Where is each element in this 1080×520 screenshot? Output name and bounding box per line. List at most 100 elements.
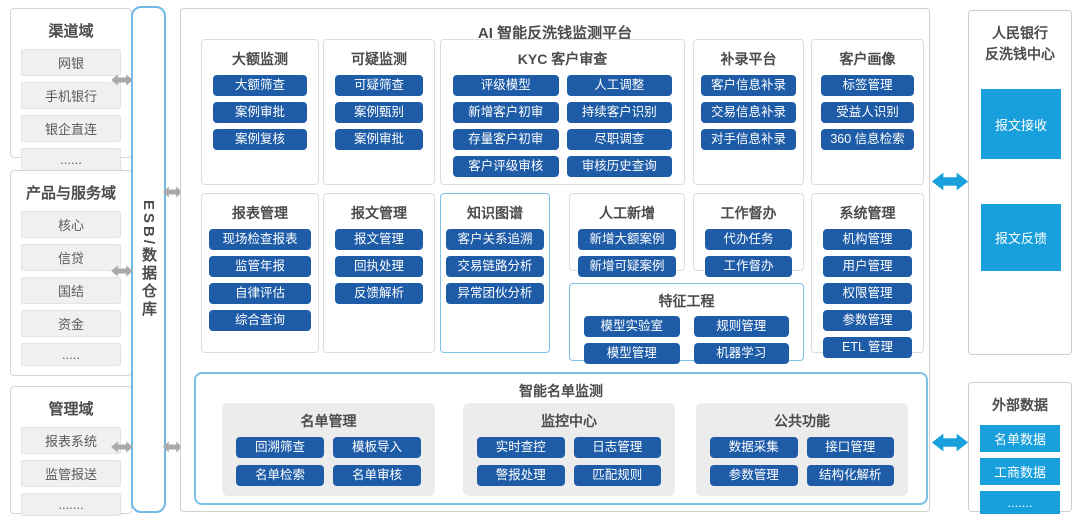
- module-system-management: 系统管理 机构管理 用户管理 权限管理 参数管理 ETL 管理: [811, 193, 924, 358]
- module-title: 可疑监测: [351, 51, 407, 67]
- module-title: 特征工程: [658, 293, 715, 309]
- feature-chip: 综合查询: [209, 310, 311, 331]
- double-arrow-icon: [110, 264, 134, 278]
- feature-chip: 用户管理: [823, 256, 912, 277]
- module-title: 报文管理: [351, 205, 407, 221]
- domain-item: 信贷: [21, 244, 121, 271]
- feature-chip: 案例审批: [335, 129, 423, 150]
- feature-chip: 客户评级审核: [453, 156, 559, 177]
- feature-chip: 人工调整: [566, 75, 672, 96]
- feature-chip: 机器学习: [693, 343, 789, 364]
- module-supplement-platform: 补录平台 客户信息补录 交易信息补录 对手信息补录: [693, 39, 804, 185]
- module-manual-add: 人工新增 新增大额案例 新增可疑案例: [569, 193, 685, 277]
- group-title: 渠道域: [48, 23, 94, 40]
- module-large-amount-monitoring: 大额监测 大额筛查 案例审批 案例复核: [201, 39, 319, 185]
- module-report-management: 报表管理 现场检查报表 监管年报 自律评估 综合查询: [201, 193, 319, 353]
- pboc-title-line2: 反洗钱中心: [985, 46, 1055, 62]
- feature-chip: 规则管理: [693, 316, 789, 337]
- feature-chip: 360 信息检索: [821, 129, 914, 150]
- feature-chip: ETL 管理: [823, 337, 912, 358]
- feature-chip: 模板导入: [333, 437, 421, 458]
- feature-chip: 案例复核: [213, 129, 307, 150]
- module-title: 工作督办: [720, 205, 777, 221]
- feature-chip: 数据采集: [710, 437, 798, 458]
- external-data-item: 名单数据: [980, 425, 1060, 452]
- module-feature-engineering: 特征工程 模型实验室 规则管理 模型管理 机器学习: [569, 283, 804, 364]
- domain-item: 核心: [21, 211, 121, 238]
- platform-box: AI 智能反洗钱监测平台 大额监测 大额筛查 案例审批 案例复核 可疑监测 可疑…: [180, 8, 930, 512]
- domain-item: 报表系统: [21, 427, 121, 454]
- module-title: 人工新增: [599, 205, 655, 221]
- module-title: 补录平台: [720, 51, 777, 67]
- feature-chip: 案例甄别: [335, 102, 423, 123]
- feature-chip: 交易信息补录: [701, 102, 796, 123]
- external-data-title: 外部数据: [992, 397, 1048, 413]
- feature-chip: 新增大额案例: [578, 229, 676, 250]
- feature-chip: 监管年报: [209, 256, 311, 277]
- feature-chip: 审核历史查询: [566, 156, 672, 177]
- feature-chip: 自律评估: [209, 283, 311, 304]
- double-arrow-icon: [110, 73, 134, 87]
- group-monitoring-center: 监控中心 实时查控 日志管理 警报处理 匹配规则: [463, 403, 675, 496]
- feature-chip: 权限管理: [823, 283, 912, 304]
- feature-chip: 回溯筛查: [236, 437, 324, 458]
- domain-item: 监管报送: [21, 460, 121, 487]
- domain-item: 国结: [21, 277, 121, 304]
- feature-chip: 存量客户初审: [453, 129, 559, 150]
- feature-chip: 标签管理: [821, 75, 914, 96]
- message-feedback-box: 报文反馈: [981, 204, 1061, 271]
- group-title: 管理域: [48, 401, 94, 418]
- module-title: KYC 客户审查: [517, 51, 608, 67]
- module-work-supervision: 工作督办 代办任务 工作督办: [693, 193, 804, 277]
- module-knowledge-graph: 知识图谱 客户关系追溯 交易链路分析 异常团伙分析: [440, 193, 550, 353]
- module-suspicious-monitoring: 可疑监测 可疑筛查 案例甄别 案例审批: [323, 39, 435, 185]
- external-data-item: 工商数据: [980, 458, 1060, 485]
- module-title: 系统管理: [839, 205, 896, 221]
- feature-chip: 客户关系追溯: [446, 229, 544, 250]
- domain-item-ellipsis: ......: [21, 148, 121, 171]
- domain-item: 网银: [21, 49, 121, 76]
- group-list-management: 名单管理 回溯筛查 模板导入 名单检索 名单审核: [222, 403, 435, 496]
- double-arrow-icon: [931, 432, 969, 453]
- feature-chip: 交易链路分析: [446, 256, 544, 277]
- feature-chip: 反馈解析: [335, 283, 423, 304]
- feature-chip: 参数管理: [710, 465, 798, 486]
- feature-chip: 新增可疑案例: [578, 256, 676, 277]
- feature-chip: 模型实验室: [584, 316, 680, 337]
- feature-chip: 模型管理: [584, 343, 680, 364]
- domain-item-ellipsis: .....: [21, 343, 121, 366]
- external-data-item-ellipsis: .......: [980, 491, 1060, 514]
- group-title: 名单管理: [300, 413, 357, 429]
- module-title: 报表管理: [232, 205, 288, 221]
- feature-chip: 实时查控: [477, 437, 565, 458]
- smart-list-section: 智能名单监测 名单管理 回溯筛查 模板导入 名单检索 名单审核 监控中心 实时查…: [194, 372, 928, 505]
- domain-item: 手机银行: [21, 82, 121, 109]
- feature-chip: 名单审核: [333, 465, 421, 486]
- double-arrow-icon: [110, 440, 134, 454]
- feature-chip: 结构化解析: [806, 465, 894, 486]
- module-title: 知识图谱: [467, 205, 523, 221]
- module-customer-profile: 客户画像 标签管理 受益人识别 360 信息检索: [811, 39, 924, 185]
- message-receive-box: 报文接收: [981, 89, 1061, 159]
- section-title: 智能名单监测: [519, 383, 603, 399]
- group-management-domain: 管理域 报表系统 监管报送 .......: [10, 386, 132, 516]
- feature-chip: 客户信息补录: [701, 75, 796, 96]
- feature-chip: 持续客户识别: [566, 102, 672, 123]
- group-common-functions: 公共功能 数据采集 接口管理 参数管理 结构化解析: [696, 403, 908, 496]
- feature-chip: 可疑筛查: [335, 75, 423, 96]
- feature-chip: 报文管理: [335, 229, 423, 250]
- group-title: 产品与服务域: [25, 185, 116, 202]
- feature-chip: 评级模型: [453, 75, 559, 96]
- module-title: 客户画像: [839, 51, 896, 67]
- feature-chip: 接口管理: [806, 437, 894, 458]
- external-data-box: 外部数据 名单数据 工商数据 .......: [968, 382, 1072, 514]
- pboc-aml-center-box: 人民银行 反洗钱中心 报文接收 报文反馈: [968, 10, 1072, 355]
- group-product-service-domain: 产品与服务域 核心 信贷 国结 资金 .....: [10, 170, 132, 376]
- esb-data-warehouse-bar: ESB/数据仓库: [131, 6, 166, 513]
- feature-chip: 回执处理: [335, 256, 423, 277]
- feature-chip: 机构管理: [823, 229, 912, 250]
- feature-chip: 参数管理: [823, 310, 912, 331]
- esb-label: ESB/数据仓库: [140, 199, 157, 319]
- feature-chip: 受益人识别: [821, 102, 914, 123]
